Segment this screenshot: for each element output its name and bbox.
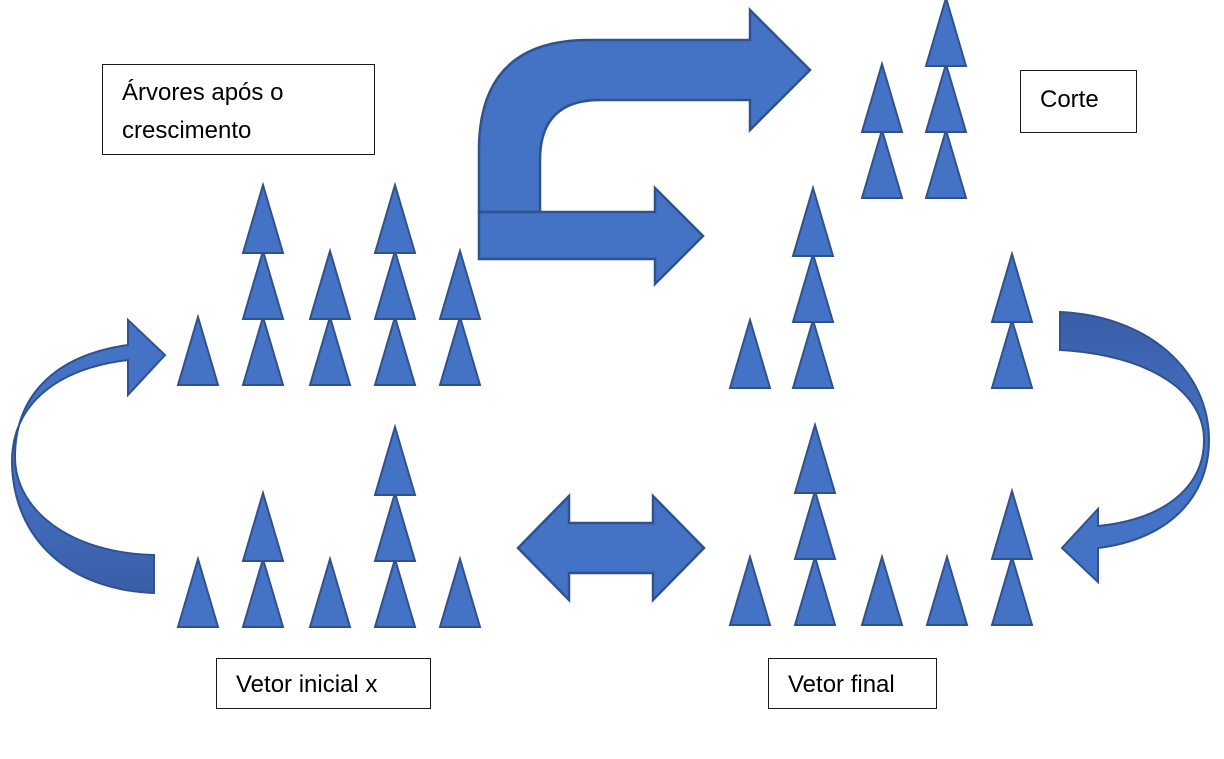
triangle-tree-icon [308,555,352,628]
triangle-tree-icon [241,489,285,562]
triangle-tree-icon [438,247,482,320]
triangle-tree-icon [990,250,1034,323]
triangle-tree-icon [373,555,417,628]
triangle-tree-icon [373,489,417,562]
triangle-tree-icon [373,181,417,254]
triangle-tree-icon [793,421,837,494]
triangle-tree-icon [176,313,220,386]
triangle-tree-icon [176,555,220,628]
growth-label-line1: Árvores após o [122,79,284,106]
triangle-tree-icon [728,316,772,389]
triangle-tree-icon [791,250,835,323]
triangle-tree-icon [241,313,285,386]
triangle-tree-icon [860,60,904,133]
triangle-tree-icon [373,423,417,496]
cut-label: Corte [1040,86,1099,113]
triangle-tree-icon [308,247,352,320]
triangle-tree-icon [924,0,968,67]
triangle-tree-icon [241,247,285,320]
triangle-tree-icon [728,553,772,626]
growth-label-line2: crescimento [122,117,252,144]
triangle-tree-icon [924,126,968,199]
triangle-tree-icon [990,553,1034,626]
triangle-tree-icon [241,181,285,254]
triangle-tree-icon [793,487,837,560]
tree-groups [176,0,1034,628]
bent-arrow-icon [477,6,812,214]
initial-vector-label: Vetor inicial x [236,671,378,698]
triangle-tree-icon [924,60,968,133]
curved-arrow-icon [1059,310,1211,585]
triangle-tree-icon [438,555,482,628]
growth-label-box: Árvores após o crescimento [102,64,375,155]
triangle-tree-icon [990,316,1034,389]
triangle-tree-icon [791,184,835,257]
triangle-tree-icon [241,555,285,628]
triangle-tree-icon [925,553,969,626]
triangle-tree-icon [308,313,352,386]
initial-vector-label-box: Vetor inicial x [216,658,431,709]
double-arrow-icon [516,492,706,604]
triangle-tree-icon [990,487,1034,560]
final-vector-label-box: Vetor final [768,658,937,709]
triangle-tree-icon [860,553,904,626]
final-vector-label: Vetor final [788,671,895,698]
triangle-tree-icon [373,247,417,320]
triangle-tree-icon [793,553,837,626]
triangle-tree-icon [438,313,482,386]
triangle-tree-icon [373,313,417,386]
triangle-tree-icon [860,126,904,199]
right-arrow-icon [477,184,705,288]
triangle-tree-icon [791,316,835,389]
cut-label-box: Corte [1020,70,1137,133]
curved-arrow-icon [10,317,167,595]
